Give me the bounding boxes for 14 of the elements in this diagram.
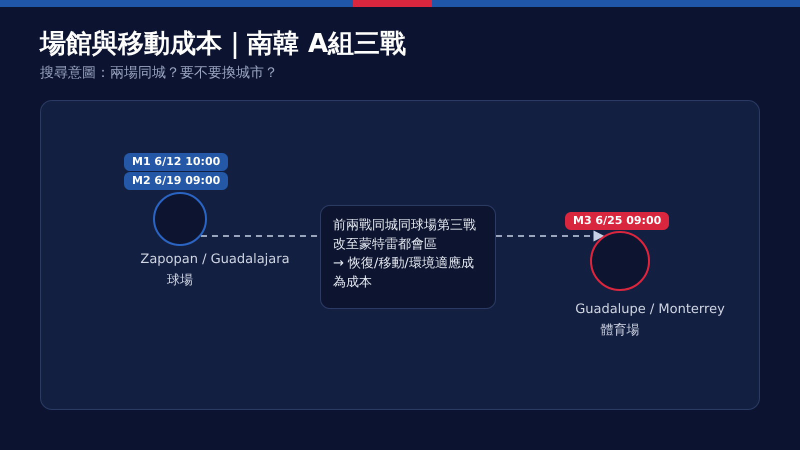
dashed-arrow: [496, 230, 605, 242]
stadium-name: 體育場: [600, 322, 640, 339]
city-name: Zapopan / Guadalajara: [140, 252, 290, 267]
match-time-badge: M3 6/25 09:00: [565, 212, 670, 230]
subtitle: 搜尋意圖：兩場同城？要不要換城市？: [40, 64, 278, 82]
dashed-connector: [200, 235, 320, 237]
city-name: Guadalupe / Monterrey: [575, 302, 725, 317]
title: 場館與移動成本｜南韓 A組三戰: [40, 28, 406, 61]
note-box: [320, 205, 496, 309]
note-text: → 恢復/移動/環境適應成為成本: [333, 255, 475, 292]
match-time-badge: M2 6/19 09:00: [124, 172, 228, 190]
match-time-badge: M1 6/12 10:00: [124, 153, 228, 171]
note-text: 前兩戰同城同球場第三戰改至蒙特雷都會區: [333, 217, 477, 254]
stadium-name: 球場: [167, 272, 193, 289]
